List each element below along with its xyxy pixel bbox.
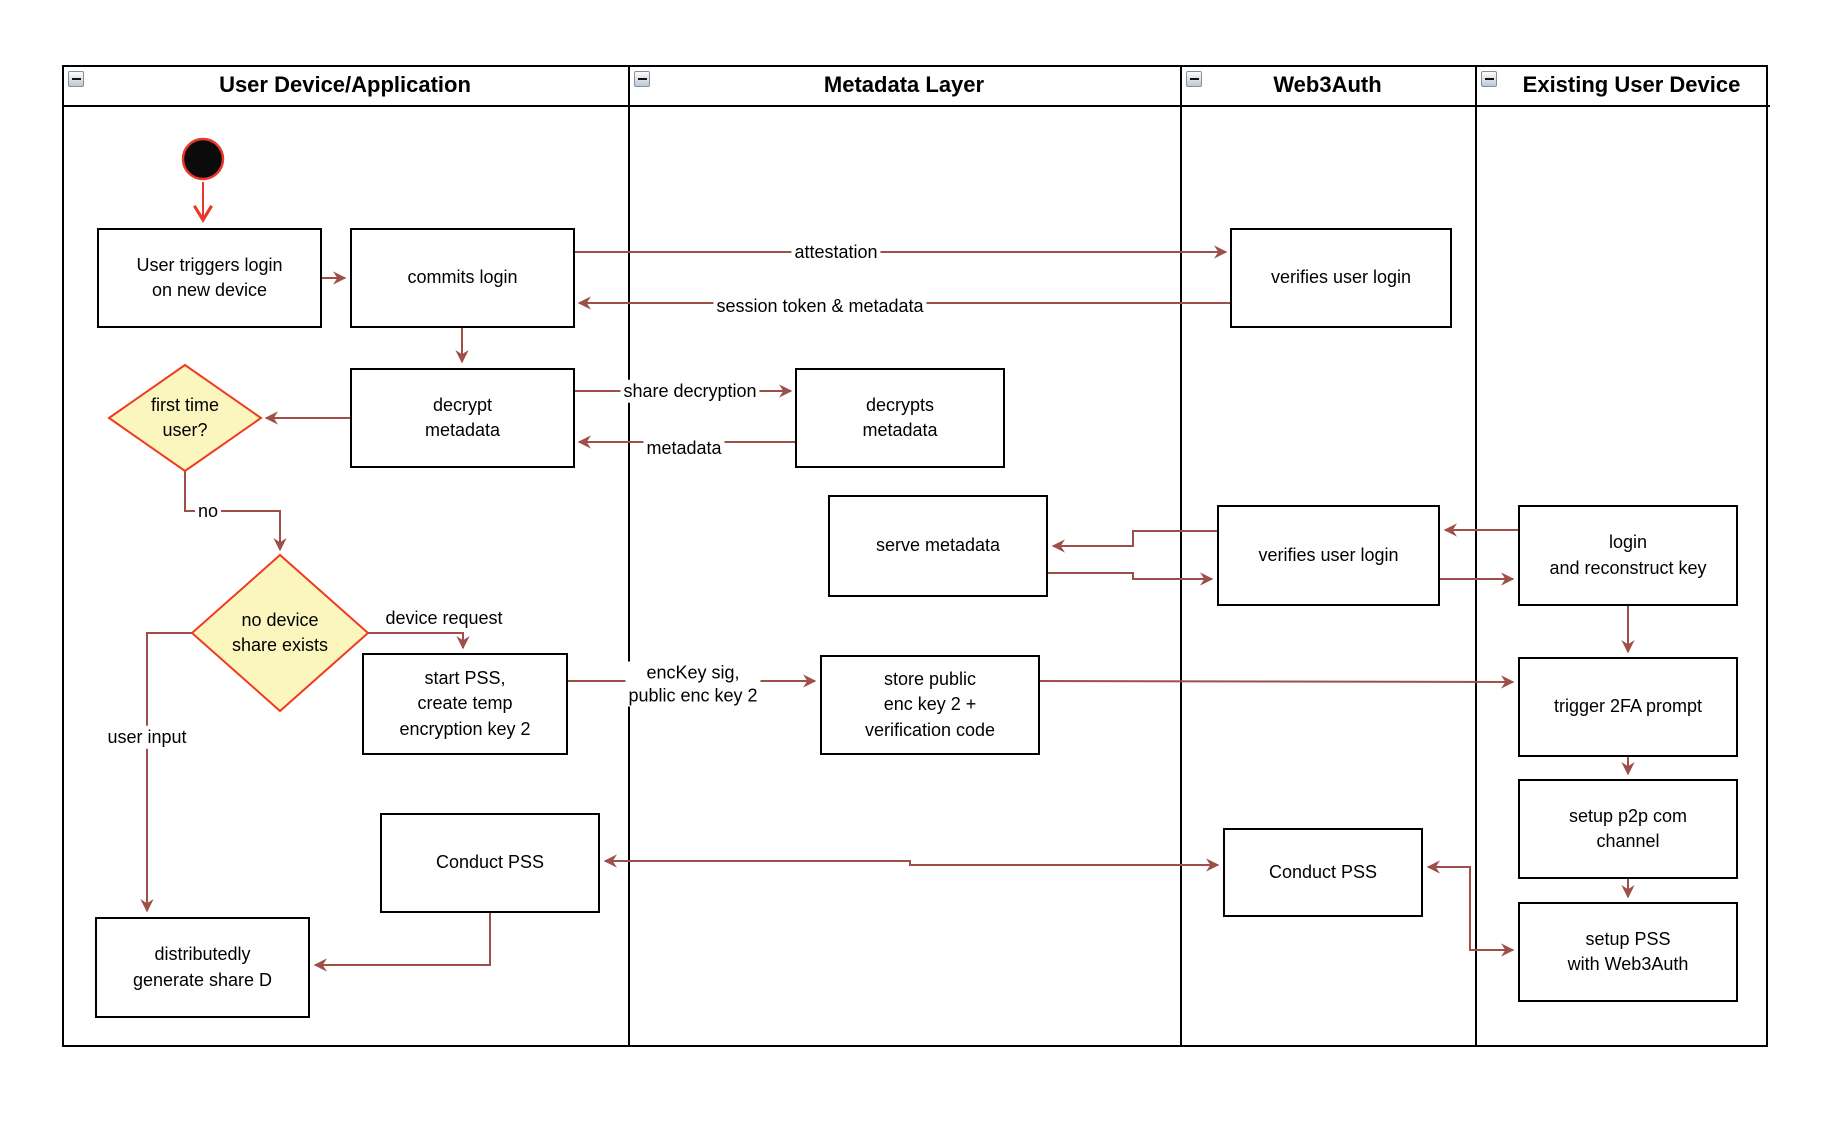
node-store-public-key[interactable]: store public enc key 2 + verification co… — [820, 655, 1040, 755]
node-decrypts-metadata[interactable]: decrypts metadata — [795, 368, 1005, 468]
edge-label-metadata: metadata — [643, 436, 725, 460]
lane-separator-2 — [1180, 65, 1182, 1047]
node-conduct-pss-web3auth[interactable]: Conduct PSS — [1223, 828, 1423, 917]
lane-title: User Device/Application — [219, 72, 471, 97]
node-user-triggers-login[interactable]: User triggers login on new device — [97, 228, 322, 328]
collapse-lane-icon[interactable] — [1481, 71, 1497, 87]
minus-icon — [1484, 78, 1494, 80]
collapse-lane-icon[interactable] — [634, 71, 650, 87]
node-login-reconstruct-key[interactable]: login and reconstruct key — [1518, 505, 1738, 606]
minus-icon — [71, 78, 81, 80]
minus-icon — [1189, 78, 1199, 80]
node-verifies-user-login-2[interactable]: verifies user login — [1217, 505, 1440, 606]
edge-label-attestation: attestation — [791, 240, 881, 264]
node-setup-p2p[interactable]: setup p2p com channel — [1518, 779, 1738, 879]
node-trigger-2fa[interactable]: trigger 2FA prompt — [1518, 657, 1738, 757]
edge-label-user-input: user input — [104, 725, 190, 749]
lane-header-metadata-layer: Metadata Layer — [628, 65, 1180, 107]
node-commits-login[interactable]: commits login — [350, 228, 575, 328]
edge-label-no: no — [194, 499, 222, 523]
lane-title: Existing User Device — [1522, 72, 1741, 97]
lane-title: Web3Auth — [1273, 72, 1382, 97]
edge-label-share-decryption: share decryption — [620, 379, 760, 403]
node-setup-pss-web3auth[interactable]: setup PSS with Web3Auth — [1518, 902, 1738, 1002]
node-conduct-pss-user[interactable]: Conduct PSS — [380, 813, 600, 913]
node-decrypt-metadata[interactable]: decrypt metadata — [350, 368, 575, 468]
node-generate-share-d[interactable]: distributedly generate share D — [95, 917, 310, 1018]
lane-header-web3auth: Web3Auth — [1180, 65, 1475, 107]
label-no-device-share: no device share exists — [231, 609, 329, 655]
collapse-lane-icon[interactable] — [1186, 71, 1202, 87]
node-verifies-user-login-1[interactable]: verifies user login — [1230, 228, 1452, 328]
lane-header-existing-user-device: Existing User Device — [1475, 65, 1770, 107]
label-first-time-user: first time user? — [150, 394, 219, 440]
lane-separator-3 — [1475, 65, 1477, 1047]
lane-separator-1 — [628, 65, 630, 1047]
edge-label-enckey-sig: encKey sig, public enc key 2 — [625, 661, 761, 707]
collapse-lane-icon[interactable] — [68, 71, 84, 87]
minus-icon — [637, 78, 647, 80]
node-start-pss[interactable]: start PSS, create temp encryption key 2 — [362, 653, 568, 755]
lane-title: Metadata Layer — [823, 72, 985, 97]
lane-header-user-device: User Device/Application — [62, 65, 628, 107]
node-serve-metadata[interactable]: serve metadata — [828, 495, 1048, 597]
edge-label-session-token: session token & metadata — [713, 294, 927, 318]
edge-label-device-request: device request — [382, 606, 506, 630]
